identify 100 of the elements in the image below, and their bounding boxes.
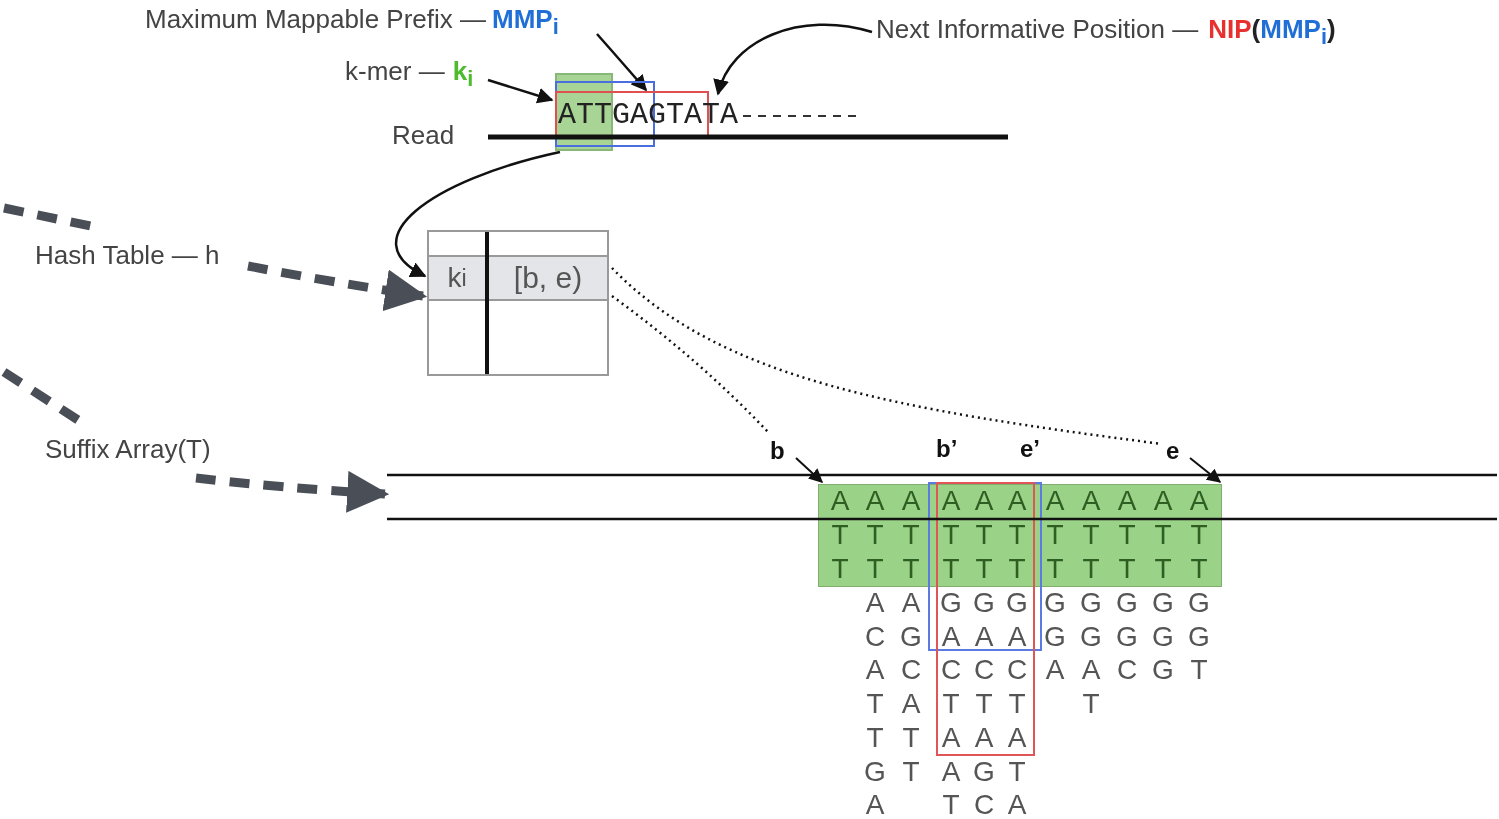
base-letter: A [864, 589, 886, 617]
base-letter: T [865, 521, 885, 549]
base-letter: A [940, 724, 962, 752]
base-letter: T [865, 690, 885, 718]
base-letter: T [1007, 690, 1027, 718]
base-letter: A [973, 724, 995, 752]
base-letter: T [1081, 521, 1101, 549]
base-letter: C [1116, 656, 1138, 684]
arrow [714, 23, 873, 96]
base-letter: G [1044, 623, 1066, 651]
base-letter: C [864, 623, 886, 651]
base-letter: T [1045, 521, 1065, 549]
base-letter: T [941, 690, 961, 718]
base-letter: A [973, 487, 995, 515]
base-letter: A [864, 656, 886, 684]
base-letter: C [900, 656, 922, 684]
base-letter: C [973, 656, 995, 684]
base-letter: A [940, 623, 962, 651]
base-letter: T [901, 758, 921, 786]
base-letter: A [1152, 487, 1174, 515]
base-letter: T [901, 555, 921, 583]
base-letter: A [900, 690, 922, 718]
base-letter: T [1153, 521, 1173, 549]
base-letter: T [941, 791, 961, 819]
base-letter: T [1153, 555, 1173, 583]
base-letter: A [1006, 791, 1028, 819]
base-letter: A [864, 487, 886, 515]
arrow [487, 78, 554, 104]
outline-box [928, 482, 1042, 651]
base-letter: T [1117, 521, 1137, 549]
base-letter: G [940, 589, 962, 617]
base-letter: T [865, 555, 885, 583]
base-letter: T [1117, 555, 1137, 583]
highlight-box [818, 484, 1222, 587]
base-letter: A [1006, 623, 1028, 651]
dashed-arrow [195, 470, 390, 513]
base-letter: T [901, 521, 921, 549]
arrow [596, 33, 648, 92]
dashed-arrow [247, 261, 428, 312]
base-letter: T [1189, 521, 1209, 549]
base-letter: G [1152, 623, 1174, 651]
arrow [795, 457, 824, 483]
base-letter: T [1081, 555, 1101, 583]
base-letter: A [973, 623, 995, 651]
base-letter: A [1116, 487, 1138, 515]
base-letter: G [1116, 589, 1138, 617]
base-letter: A [829, 487, 851, 515]
base-letter: T [1189, 555, 1209, 583]
base-letter: A [900, 487, 922, 515]
read-label: Read [392, 122, 455, 148]
table-cell: [b, e) [489, 257, 607, 299]
base-letter: A [864, 791, 886, 819]
base-letter: A [1006, 724, 1028, 752]
arrow [395, 150, 561, 278]
base-letter: C [1006, 656, 1028, 684]
base-letter: G [973, 589, 995, 617]
base-letter: G [1080, 623, 1102, 651]
base-letter: C [973, 791, 995, 819]
base-letter: T [941, 521, 961, 549]
base-letter: T [1045, 555, 1065, 583]
base-letter: G [1116, 623, 1138, 651]
hash-table [427, 230, 609, 376]
base-letter: T [1007, 555, 1027, 583]
base-letter: A [900, 589, 922, 617]
base-letter: G [900, 623, 922, 651]
position-label: e’ [1020, 437, 1040, 461]
base-letter: T [1007, 758, 1027, 786]
base-letter: G [1006, 589, 1028, 617]
base-letter: A [940, 758, 962, 786]
base-letter: A [1044, 487, 1066, 515]
base-letter: T [974, 690, 994, 718]
base-letter: A [1044, 656, 1066, 684]
base-letter: G [1188, 623, 1210, 651]
base-letter: A [1080, 656, 1102, 684]
base-letter: T [974, 555, 994, 583]
base-letter: T [901, 724, 921, 752]
base-letter: G [1044, 589, 1066, 617]
base-letter: A [1006, 487, 1028, 515]
base-letter: C [940, 656, 962, 684]
base-letter: T [941, 555, 961, 583]
base-letter: A [1188, 487, 1210, 515]
base-letter: T [1081, 690, 1101, 718]
base-letter: T [974, 521, 994, 549]
base-letter: G [864, 758, 886, 786]
base-letter: T [1007, 521, 1027, 549]
dotted-line [611, 295, 769, 433]
base-letter: T [865, 724, 885, 752]
base-letter: G [1188, 589, 1210, 617]
outline-box [936, 482, 1035, 756]
base-letter: G [1080, 589, 1102, 617]
base-letter: T [830, 521, 850, 549]
base-letter: G [973, 758, 995, 786]
base-letter: G [1152, 589, 1174, 617]
base-letter: T [830, 555, 850, 583]
base-letter: G [1152, 656, 1174, 684]
base-letter: A [1080, 487, 1102, 515]
position-label: b’ [936, 437, 958, 461]
arrow [1189, 457, 1222, 483]
base-letter: A [940, 487, 962, 515]
base-letter: T [1189, 656, 1209, 684]
